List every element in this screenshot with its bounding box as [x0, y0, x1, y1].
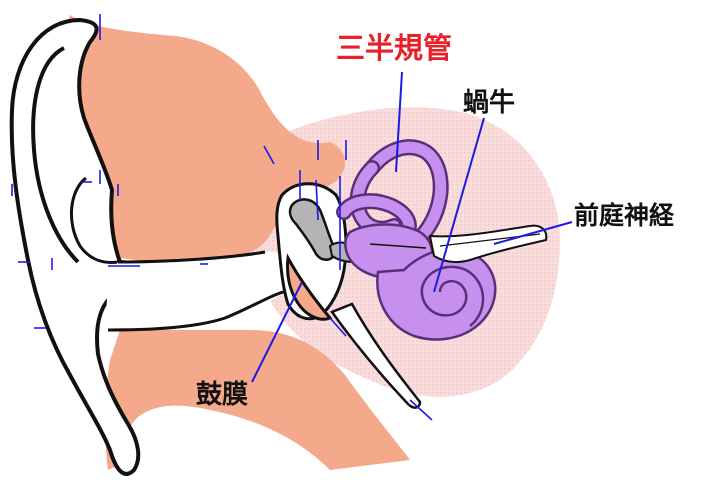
ear-canal [107, 252, 292, 331]
label-semicircular-canals: 三半規管 [336, 34, 452, 63]
label-eardrum: 鼓膜 [196, 382, 248, 408]
label-cochlea: 蝸牛 [463, 90, 515, 116]
label-vestibular-nerve: 前庭神経 [574, 203, 674, 228]
